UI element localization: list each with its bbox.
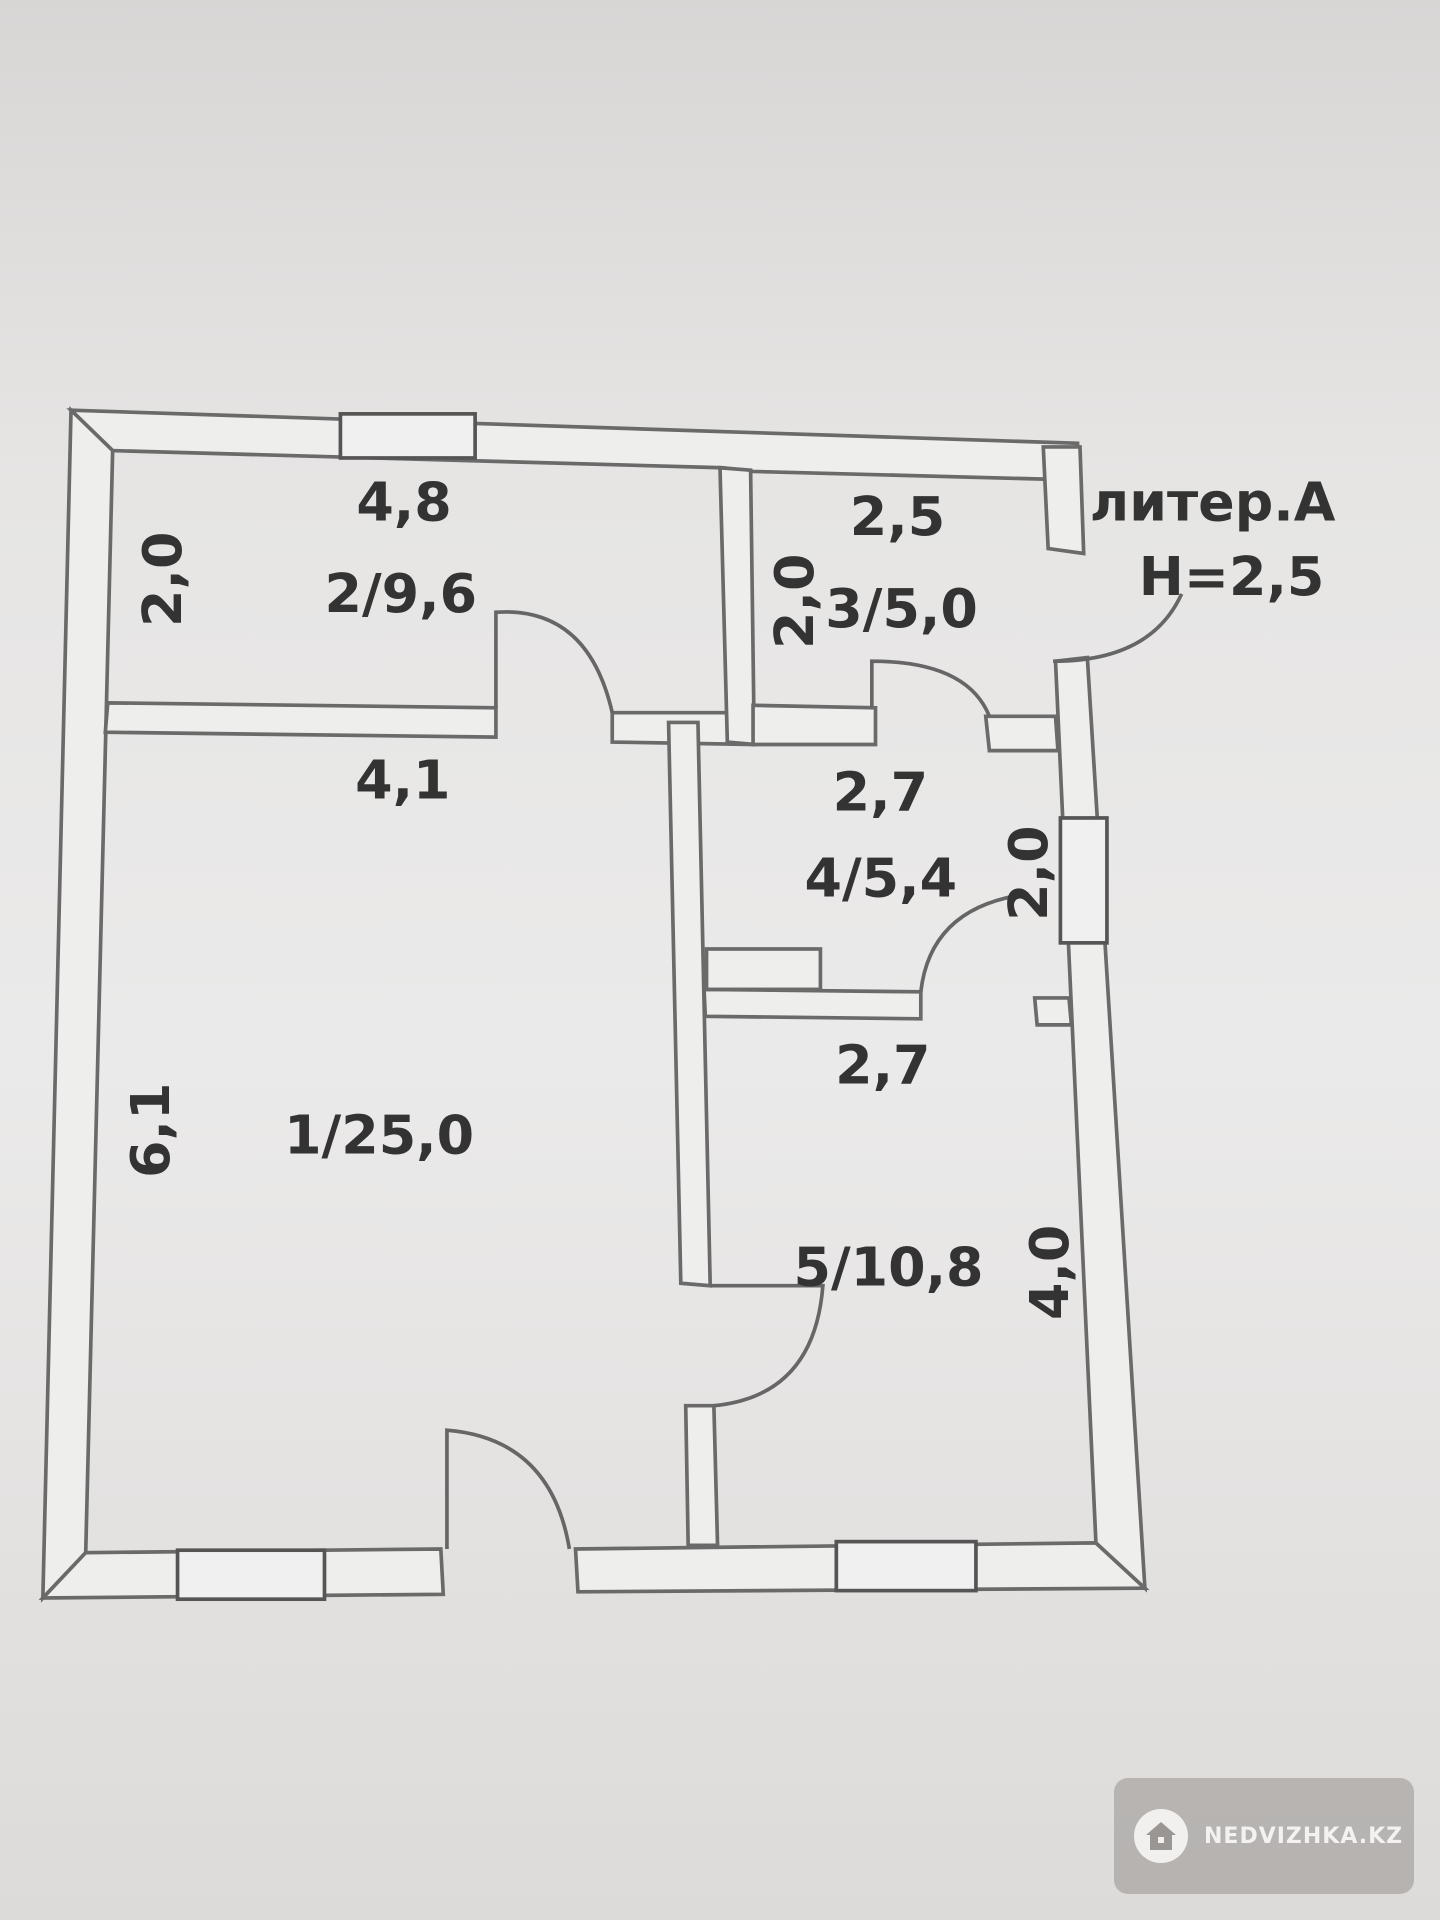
window-top xyxy=(338,412,477,460)
wall-room2-room3 xyxy=(718,465,757,747)
room3-width: 2,5 xyxy=(850,485,945,548)
room1-length: 6,1 xyxy=(119,1083,182,1178)
wall-room2-room1 xyxy=(103,700,498,740)
room5-length: 4,0 xyxy=(1018,1225,1081,1320)
room2-width: 4,8 xyxy=(356,470,451,533)
right-wall-stub xyxy=(1041,445,1086,556)
door-room2 xyxy=(494,610,615,714)
wall-room3-bottom xyxy=(751,703,878,747)
wall-room3-bottom-right xyxy=(983,714,1060,753)
wall-stub-right xyxy=(1032,996,1074,1027)
doors xyxy=(445,593,1184,1550)
walls xyxy=(38,405,1150,1603)
window-bottom-left xyxy=(175,1548,327,1602)
ceiling-height-label: H=2,5 xyxy=(1139,545,1325,608)
door-room5 xyxy=(710,1283,825,1408)
windows xyxy=(175,412,1109,1602)
room3-label: 3/5,0 xyxy=(825,577,978,640)
watermark-text: NEDVIZHKA.KZ xyxy=(1204,1823,1404,1849)
letter-label: литер.А xyxy=(1090,470,1336,533)
room4-fixture xyxy=(704,947,823,992)
house-icon xyxy=(1134,1809,1188,1863)
room5-width: 2,7 xyxy=(835,1034,930,1097)
room1-width: 4,1 xyxy=(355,748,450,811)
room4-label: 4/5,4 xyxy=(804,846,957,909)
wall-room1-right-lower xyxy=(683,1403,720,1548)
door-room3 xyxy=(870,659,992,718)
window-bottom-right xyxy=(834,1539,978,1593)
labels: 4,8 2/9,6 2,0 2,5 3/5,0 2,0 литер.А H=2,… xyxy=(119,470,1336,1320)
room3-length: 2,0 xyxy=(763,554,826,649)
room5-label: 5/10,8 xyxy=(793,1236,983,1299)
door-room4 xyxy=(918,892,1029,993)
door-entrance xyxy=(1053,593,1184,664)
right-wall xyxy=(1053,655,1148,1593)
room4-length: 2,0 xyxy=(997,825,1060,920)
watermark: NEDVIZHKA.KZ xyxy=(1114,1778,1414,1894)
room1-label: 1/25,0 xyxy=(284,1103,474,1166)
wall-room4-room5 xyxy=(702,987,923,1021)
room2-length: 2,0 xyxy=(131,532,194,627)
top-wall xyxy=(66,408,1080,482)
left-wall xyxy=(40,405,115,1603)
window-right xyxy=(1058,816,1109,945)
door-main xyxy=(445,1428,572,1550)
room2-label: 2/9,6 xyxy=(324,562,477,625)
room4-width: 2,7 xyxy=(833,761,928,824)
